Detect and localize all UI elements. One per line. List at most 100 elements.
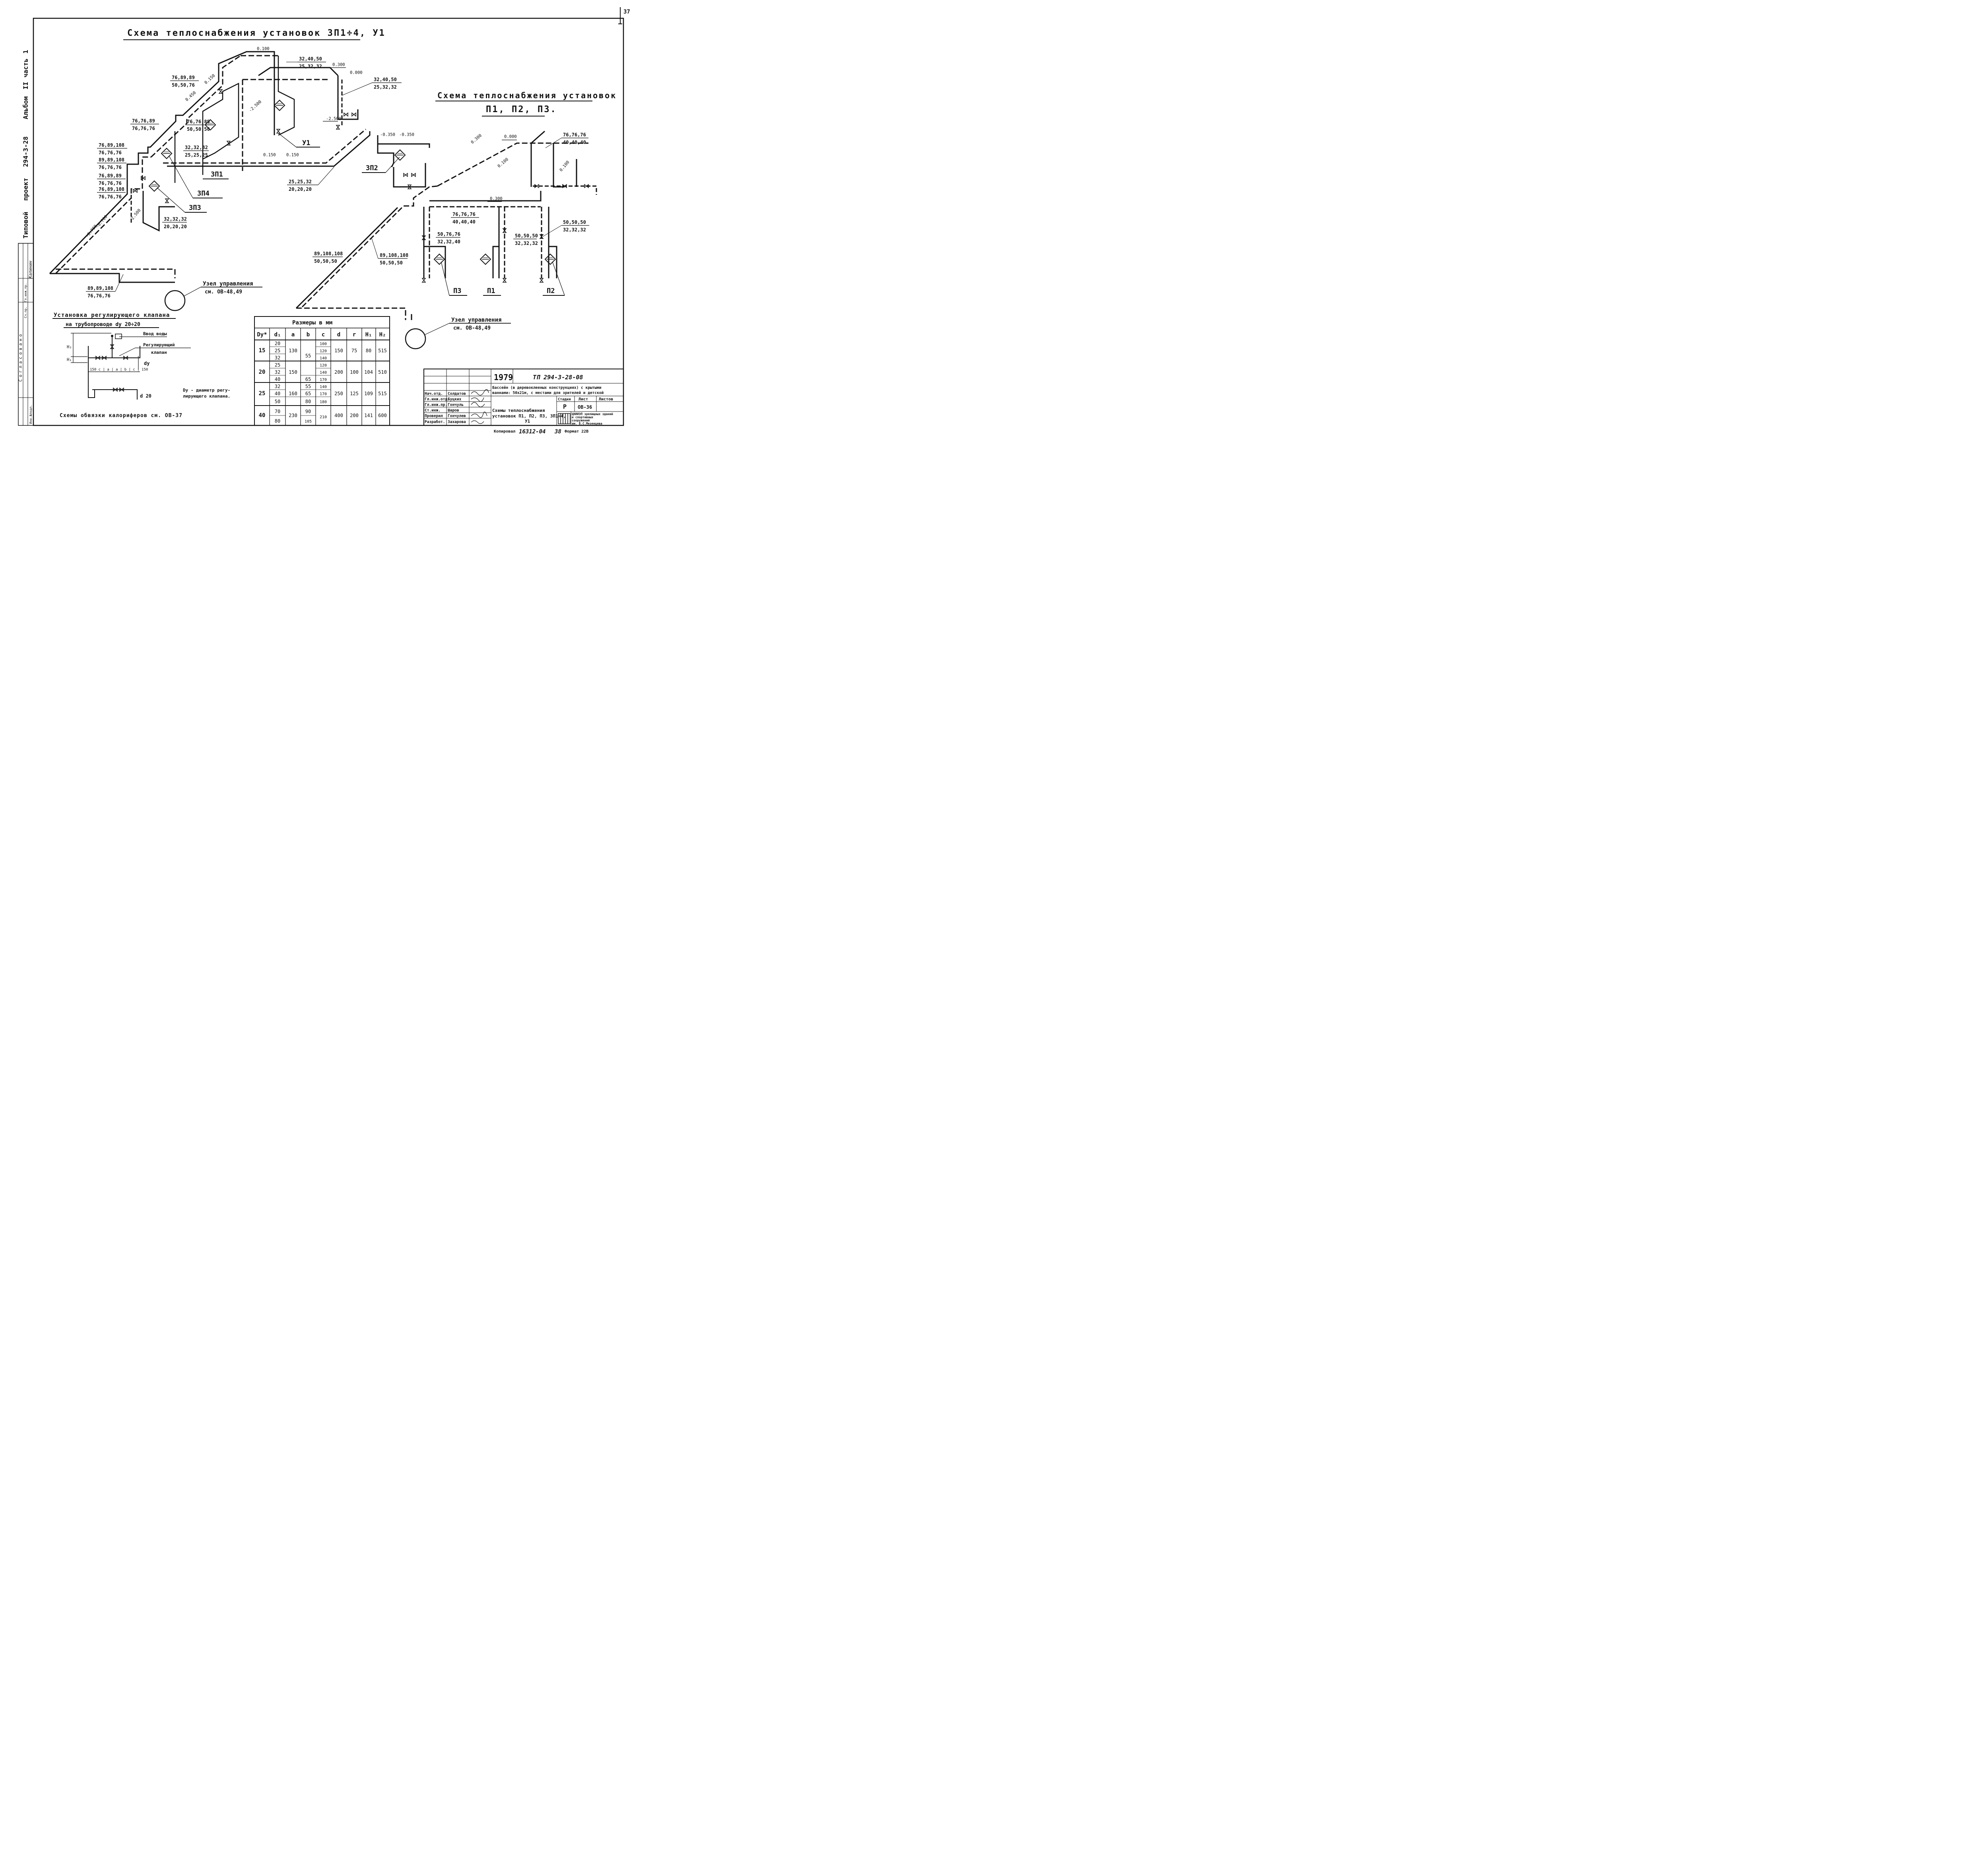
role-3: Ст.инж. [425,408,441,413]
g1-b: 65 [305,377,311,382]
name-3: Шаров [448,408,459,413]
g3-r: 200 [350,413,359,418]
stamp-small-0: Гл.инж.пр. [24,283,27,302]
signatures [471,389,489,424]
s1-d11a: 25,25,32 [289,179,312,184]
s1-d10a: 76,89,108 [99,186,124,192]
s1-d5a: 76,76,89 [187,119,210,124]
g3-b-1: 105 [305,419,312,424]
g0-d: 150 [334,348,343,353]
s1-elevations: 0.100 0.300 0.000 0.150 0.450 -2.500 -2.… [85,47,414,239]
col-h1: H₁ [365,332,372,338]
g1-d1-1: 32 [275,369,280,375]
name-0: Солдатов [448,392,466,396]
s1-d12b: 20,20,20 [164,224,187,229]
g1-a: 150 [289,369,297,375]
scheme-2: Схема теплоснабжения установок П1, П2, П… [295,91,615,349]
s1-d1a: 32,40,50 [299,56,322,62]
g2-b-0: 55 [305,384,311,389]
tb-h-sheets: Листов [599,397,613,402]
s2-d7b: 50,50,50 [380,260,403,266]
col-r: r [353,332,356,338]
valve-note-2: лирующего клапана. [183,394,230,399]
g3-b-0: 90 [305,409,311,414]
drawing-sheet: 37 Типовой проект 294-3-28 Альбом II час… [0,0,636,449]
s2-elev-0100b: 0.100 [559,160,571,173]
g0-c-2: 140 [320,356,327,361]
g1-h2: 510 [378,369,387,375]
s1-elev-0350b: -0.350 [399,132,414,137]
s1-d3a: 32,40,50 [374,77,397,82]
s2-d5b: 32,32,32 [515,241,538,246]
g3-h1: 141 [364,413,373,418]
s2-d1b: 40,40,40 [563,140,586,145]
s2-d6a: 89,108,108 [314,251,343,256]
s1-d6a: 32,32,32 [185,145,208,150]
s1-elev-0300: 0.300 [332,62,345,67]
name-1: Буцких [448,397,462,402]
s1-d8b: 76,76,76 [99,165,122,170]
side-text-2: 294-3-28 [22,136,29,167]
s1-d10b: 76,76,76 [99,194,122,200]
role-4: Проверил [425,414,443,418]
s1-d9a: 76,89,89 [99,173,122,179]
g2-b-2: 80 [305,399,311,404]
s2-pipe-dims: 76,76,76 40,40,40 76,76,76 40,40,40 50,5… [313,132,589,266]
s1-elev-0100: 0.100 [257,47,270,51]
name-2: Гончуль [448,403,464,407]
s1-d13b: 76,76,76 [87,293,111,299]
g3-c: 210 [320,415,327,419]
g0-c-0: 100 [320,342,327,346]
scheme1-pipes [49,51,430,283]
tb-h-sheet: Лист [579,397,588,402]
s1-elev-0350a: -0.350 [380,132,395,137]
tb-year: 1979 [494,373,513,382]
s1-d12a: 32,32,32 [164,216,187,222]
s2-node-ref: см. ОВ-48,49 [453,325,491,331]
side-text-1: проект [22,178,29,201]
s2-elev-0100a: 0.100 [497,157,509,169]
g0-dy: 15 [259,347,266,354]
s1-d13a: 89,89,108 [87,285,113,291]
size-table-title: Размеры в мм [292,320,332,326]
s1-d2a: 76,89,89 [172,75,195,80]
g3-a: 230 [289,413,297,418]
g2-c-0: 140 [320,385,327,389]
s2-unit-p2: П2 [547,287,555,295]
title-block: 1979 ТП 294-3-28-08 Бассейн (в деревокле… [423,369,624,426]
s1-d3b: 25,32,32 [374,84,397,90]
stamp-small-1: Сч.пр. [24,307,27,318]
valve-label-2: клапан [151,350,167,355]
g1-r: 100 [350,369,359,375]
g1-dy: 20 [259,369,266,375]
s1-unit-3p4: 3П4 [197,190,210,198]
valve-dy: dy [144,361,149,366]
tb-project-1: Бассейн (в деревоклееных конструкциях) с… [492,386,602,390]
s1-d5b: 50,50,50 [187,126,210,132]
side-project-label: Типовой проект 294-3-28 Альбом II часть … [22,50,29,239]
g2-c-2: 180 [320,400,327,404]
col-c: c [322,332,325,338]
s2-d4a: 50,76,76 [437,231,460,237]
s1-d4b: 76,76,76 [132,126,155,131]
tb-drawing-1: Схемы теплоснабжения [492,408,545,413]
s2-node-label: Узел управления [451,317,501,323]
s1-elev-0150a: 0.150 [204,73,216,85]
s1-d9b: 76,76,76 [99,181,122,186]
s2-elev-0000: 0.000 [504,134,517,139]
stamp-soglas: Согласовано [18,332,23,382]
g2-a: 160 [289,391,297,396]
g2-h1: 109 [364,391,373,396]
valve-detail-title-1: Установка регулирующего клапана [54,312,170,318]
s2-d3b: 32,32,32 [563,227,586,233]
g3-d1-0: 70 [275,409,280,414]
org-logo [558,413,571,424]
scheme2-pipes [295,130,597,320]
tb-org-4: им. Б.С.Мезенцева [572,422,602,425]
tb-roles: Нач.отд. Солдатов Гл.инж.отд. Буцких Гл.… [425,392,466,424]
side-text-3: Альбом [22,96,29,119]
tb-drawing-3: У1 [525,419,530,424]
g0-c-1: 120 [320,349,327,353]
role-2: Гл.инж.пр. [425,403,447,407]
valve-h1: H₁ [67,357,72,362]
